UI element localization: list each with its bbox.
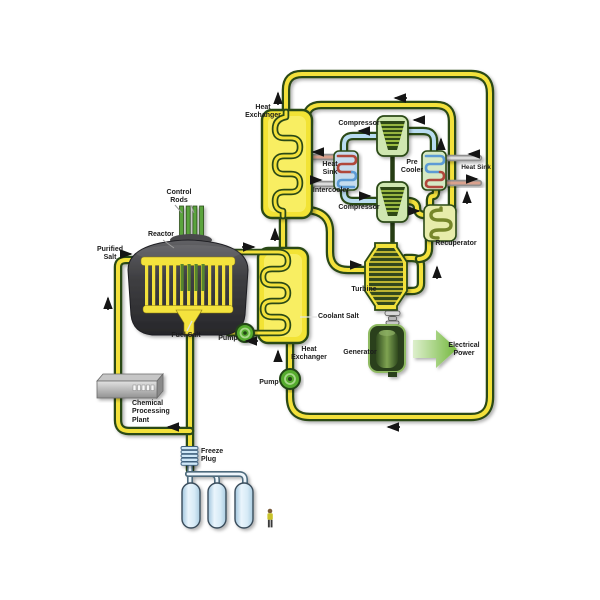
compressor-bottom-label: Compressor (338, 204, 380, 211)
fuel-salt-label: Fuel Salt (171, 332, 201, 339)
generator (368, 310, 406, 377)
intercooler (333, 150, 359, 191)
reactor-label: Reactor (147, 231, 175, 238)
drain-pipes (185, 463, 248, 487)
coolant-salt-label: Coolant Salt (318, 313, 359, 320)
pre-cooler (421, 150, 447, 191)
freeze-plug (180, 446, 199, 466)
electrical-power-label: Electrical Power (448, 342, 480, 358)
emergency-dump-tanks (181, 482, 254, 529)
person-figure (267, 508, 273, 528)
fuel-pump-label: Pump (218, 335, 238, 342)
recuperator (423, 204, 457, 242)
chemical-processing-plant (96, 372, 164, 400)
coolant-salt-pump (279, 368, 301, 390)
heat-sink-right-label: Heat Sink (461, 164, 491, 171)
compressor-top-label: Compressor (338, 120, 380, 127)
dump-tank (234, 482, 254, 529)
electrical-power-arrow (413, 330, 457, 368)
dump-tank (181, 482, 201, 529)
pre-cooler-label: Pre Cooler (400, 159, 424, 175)
compressor-bottom (376, 181, 409, 223)
compressor-top (376, 115, 409, 157)
coolant-pump-label: Pump (259, 379, 279, 386)
heat-sink-left-label: Heat Sink (322, 161, 338, 177)
fuel-salt-funnel (175, 309, 203, 335)
dump-tank (207, 482, 227, 529)
gas-loop-cool-pipes (339, 126, 439, 206)
control-rods-label: Control Rods (166, 189, 192, 205)
leader-lines (119, 204, 317, 332)
purified-salt-label: Purified Salt (96, 246, 124, 262)
generator-label: Generator (343, 349, 377, 356)
turbine (364, 242, 408, 311)
primary-heat-exchanger (224, 246, 310, 345)
primary-heat-exchanger-label: Heat Exchanger (291, 346, 327, 362)
freeze-plug-label: Freeze Plug (201, 448, 224, 464)
secondary-heat-exchanger-label: Heat Exchanger (245, 104, 281, 120)
secondary-heat-exchanger (260, 108, 314, 220)
reactor-vessel (127, 205, 249, 336)
fuel-channels (145, 264, 233, 308)
chemical-processing-plant-label: Chemical Processing Plant (132, 400, 170, 424)
recuperator-label: Recuperator (435, 240, 477, 247)
flow-arrows (103, 91, 481, 432)
turbine-label: Turbine (351, 286, 377, 293)
intercooler-label: Intercooler (312, 187, 350, 194)
